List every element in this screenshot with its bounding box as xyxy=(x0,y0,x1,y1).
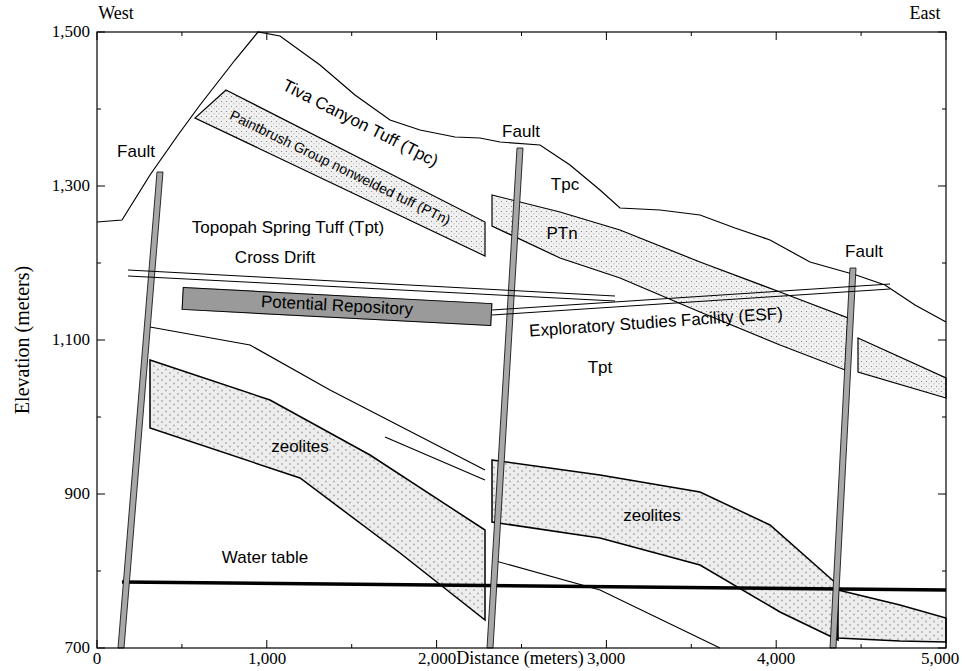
tick-mark xyxy=(942,417,946,418)
axis-tick-label: 3,000 xyxy=(587,650,625,669)
tick-mark xyxy=(521,32,522,36)
axis-tick-label: 0 xyxy=(93,650,102,669)
unit-label: Tpt xyxy=(588,359,613,378)
unit-label: zeolites xyxy=(623,507,681,526)
tick-mark xyxy=(691,32,692,36)
direction-label: West xyxy=(98,4,134,24)
tick-mark xyxy=(691,644,692,648)
tick-mark xyxy=(938,648,946,649)
fault-label: Fault xyxy=(117,143,155,162)
tick-mark xyxy=(97,340,105,341)
repository-label: Potential Repository xyxy=(261,293,414,320)
unit-label: zeolites xyxy=(271,438,329,457)
fault-zone xyxy=(118,172,163,648)
contact-line xyxy=(150,327,485,470)
tunnel-label: Cross Drift xyxy=(235,249,315,268)
fault-label: Fault xyxy=(502,123,540,142)
tick-mark xyxy=(351,32,352,36)
tick-mark xyxy=(606,32,607,40)
contact-line xyxy=(385,437,485,480)
axis-tick-label: 1,500 xyxy=(52,23,90,42)
tunnel-line xyxy=(492,284,890,310)
axis-tick-label: 4,000 xyxy=(757,650,795,669)
axis-tick-label: 2,000 xyxy=(418,650,456,669)
tick-mark xyxy=(266,640,267,648)
tick-mark xyxy=(97,186,105,187)
axis-tick-label: 1,000 xyxy=(248,650,286,669)
axis-tick-label: 1,300 xyxy=(52,177,90,196)
contact-line xyxy=(492,560,720,648)
zeolite-band xyxy=(492,460,838,640)
unit-label: Topopah Spring Tuff (Tpt) xyxy=(192,219,384,238)
tick-mark xyxy=(776,640,777,648)
tick-mark xyxy=(606,640,607,648)
unit-label: PTn xyxy=(546,225,577,244)
axis-title: Distance (meters) xyxy=(456,649,583,669)
tick-mark xyxy=(97,32,105,33)
axis-tick-label: 5,000 xyxy=(921,650,959,669)
tick-mark xyxy=(946,640,947,648)
fault-zone xyxy=(830,268,856,648)
tick-mark xyxy=(181,644,182,648)
tick-mark xyxy=(861,644,862,648)
axis-tick-label: 900 xyxy=(65,485,91,504)
tick-mark xyxy=(97,32,98,40)
tick-mark xyxy=(436,32,437,40)
ptn-band xyxy=(858,338,946,398)
axis-tick-label: 700 xyxy=(65,639,91,658)
zeolite-band xyxy=(838,590,946,642)
unit-label: Water table xyxy=(222,549,308,568)
tick-mark xyxy=(97,417,101,418)
tick-mark xyxy=(776,32,777,40)
axis-ticks xyxy=(97,32,946,648)
tick-mark xyxy=(97,571,101,572)
tick-mark xyxy=(938,186,946,187)
tick-mark xyxy=(938,494,946,495)
tick-mark xyxy=(861,32,862,36)
tick-mark xyxy=(946,32,947,40)
tick-mark xyxy=(436,640,437,648)
direction-label: East xyxy=(910,4,941,24)
unit-label: Tpc xyxy=(551,176,579,195)
plot-frame xyxy=(97,32,946,648)
tick-mark xyxy=(97,640,98,648)
tick-mark xyxy=(942,263,946,264)
tick-mark xyxy=(351,644,352,648)
tick-mark xyxy=(97,648,105,649)
ptn-band xyxy=(492,195,848,370)
tick-mark xyxy=(521,644,522,648)
zeolite-band xyxy=(150,360,485,620)
axis-title: Elevation (meters) xyxy=(11,266,33,414)
axis-tick-label: 1,100 xyxy=(52,331,90,350)
tick-mark xyxy=(266,32,267,40)
tick-mark xyxy=(97,109,101,110)
tick-mark xyxy=(97,494,105,495)
tick-mark xyxy=(97,263,101,264)
tick-mark xyxy=(181,32,182,36)
fault-label: Fault xyxy=(845,243,883,262)
tick-mark xyxy=(938,340,946,341)
tick-mark xyxy=(942,109,946,110)
unit-label: Paintbrush Group nonwelded tuff (PTn) xyxy=(227,108,452,229)
tick-mark xyxy=(942,571,946,572)
fault-zone xyxy=(487,148,523,648)
tick-mark xyxy=(938,32,946,33)
water-table xyxy=(122,582,946,590)
